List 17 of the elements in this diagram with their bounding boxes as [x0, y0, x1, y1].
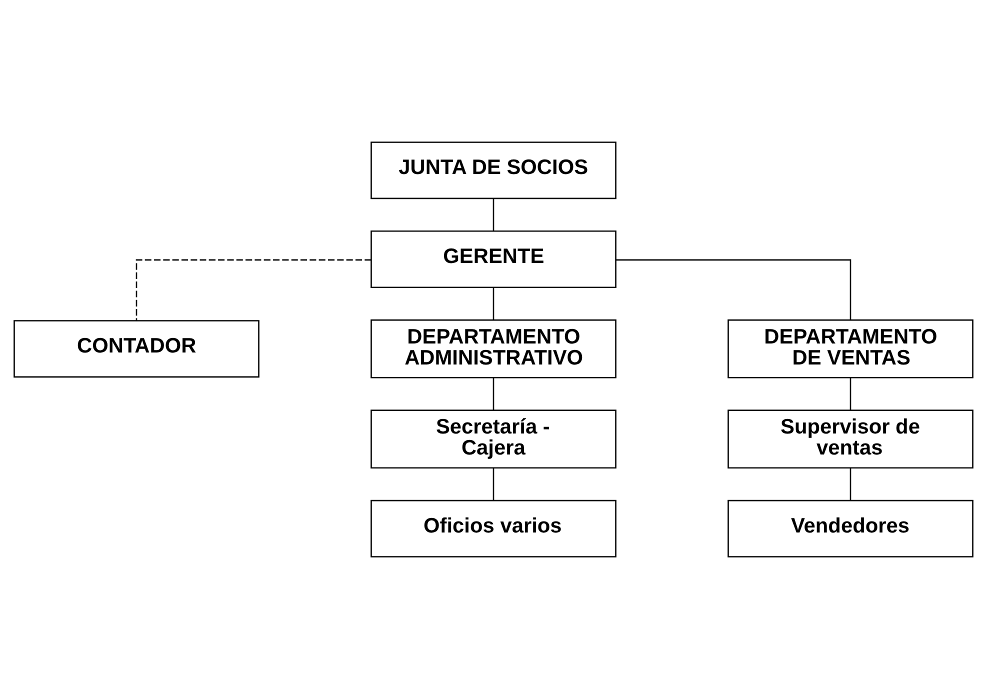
node-box: GERENTE: [370, 230, 616, 288]
connector: [492, 467, 494, 500]
node-box: Supervisor de ventas: [727, 409, 973, 468]
connector: [492, 377, 494, 410]
connector: [849, 467, 851, 500]
node-box: JUNTA DE SOCIOS: [370, 141, 616, 199]
connector: [492, 198, 494, 230]
connector: [492, 287, 494, 320]
connector: [615, 258, 851, 320]
connector: [849, 377, 851, 410]
node-box: Secretaría - Cajera: [370, 409, 616, 468]
node-box: DEPARTAMENTO ADMINISTRATIVO: [370, 318, 616, 378]
node-box: Vendedores: [727, 499, 973, 557]
node-box: Oficios varios: [370, 499, 616, 557]
node-box: DEPARTAMENTO DE VENTAS: [727, 318, 973, 378]
node-box: CONTADOR: [13, 320, 259, 378]
connector: [135, 258, 371, 320]
